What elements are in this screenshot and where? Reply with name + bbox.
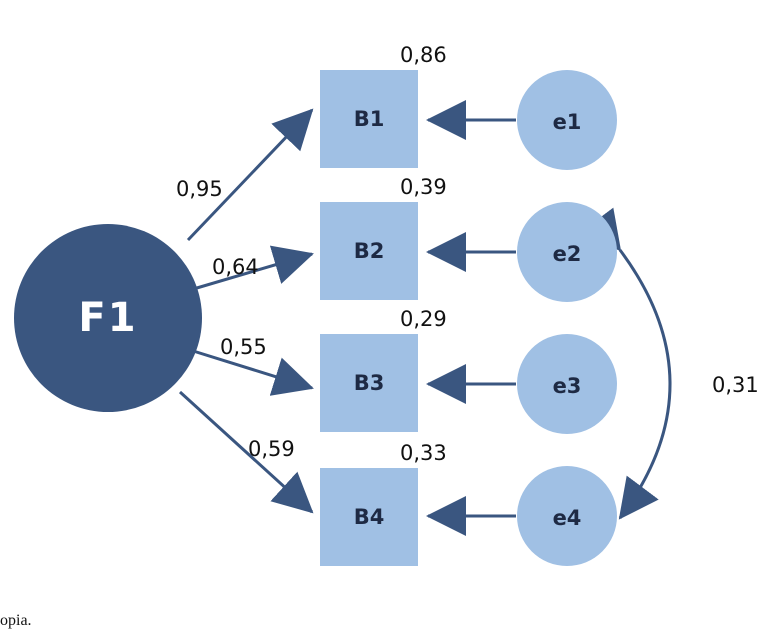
error-label: e4 [553, 506, 582, 530]
error-label: e3 [553, 374, 582, 398]
error-circle [517, 466, 617, 566]
loading-arrow-b3 [189, 348, 314, 396]
loading-arrow-b4 [178, 390, 314, 514]
indicator-b1: B1 [320, 70, 418, 168]
indicator-b2: B2 [320, 202, 418, 300]
covariance-arrow-e2-e4 [581, 207, 672, 520]
error-circle [517, 334, 617, 434]
loading-label-b2: 0,64 [212, 255, 259, 279]
error-label: e2 [553, 242, 582, 266]
indicator-label: B2 [354, 239, 385, 263]
error-e1: e1 [517, 70, 617, 170]
error-circle [517, 70, 617, 170]
loading-label-b4: 0,59 [248, 437, 295, 461]
indicator-box [320, 202, 418, 300]
r2-label-b4: 0,33 [400, 441, 447, 465]
caption-fragment: opia. [0, 612, 32, 629]
loading-arrow-b2 [189, 245, 314, 292]
factor-label: F1 [78, 295, 137, 341]
indicator-label: B3 [354, 371, 385, 395]
indicator-label: B1 [354, 107, 385, 131]
indicator-box [320, 70, 418, 168]
covariance-label: 0,31 [712, 373, 759, 397]
indicator-b4: B4 [320, 468, 418, 566]
error-e3: e3 [517, 334, 617, 434]
indicator-b3: B3 [320, 334, 418, 432]
loading-label-b3: 0,55 [220, 335, 267, 359]
error-e2: e2 [517, 202, 617, 302]
r2-label-b1: 0,86 [400, 43, 447, 67]
error-arrows [426, 100, 516, 536]
factor-circle [14, 224, 202, 412]
error-label: e1 [553, 110, 582, 134]
factor-f1: F1 [14, 224, 202, 412]
r2-label-b2: 0,39 [400, 175, 447, 199]
indicator-box [320, 468, 418, 566]
r2-label-b3: 0,29 [400, 307, 447, 331]
indicator-box [320, 334, 418, 432]
indicator-label: B4 [354, 505, 385, 529]
error-e4: e4 [517, 466, 617, 566]
loading-arrows [178, 108, 314, 514]
loading-label-b1: 0,95 [176, 177, 223, 201]
loading-arrow-b1 [186, 108, 314, 242]
error-circle [517, 202, 617, 302]
